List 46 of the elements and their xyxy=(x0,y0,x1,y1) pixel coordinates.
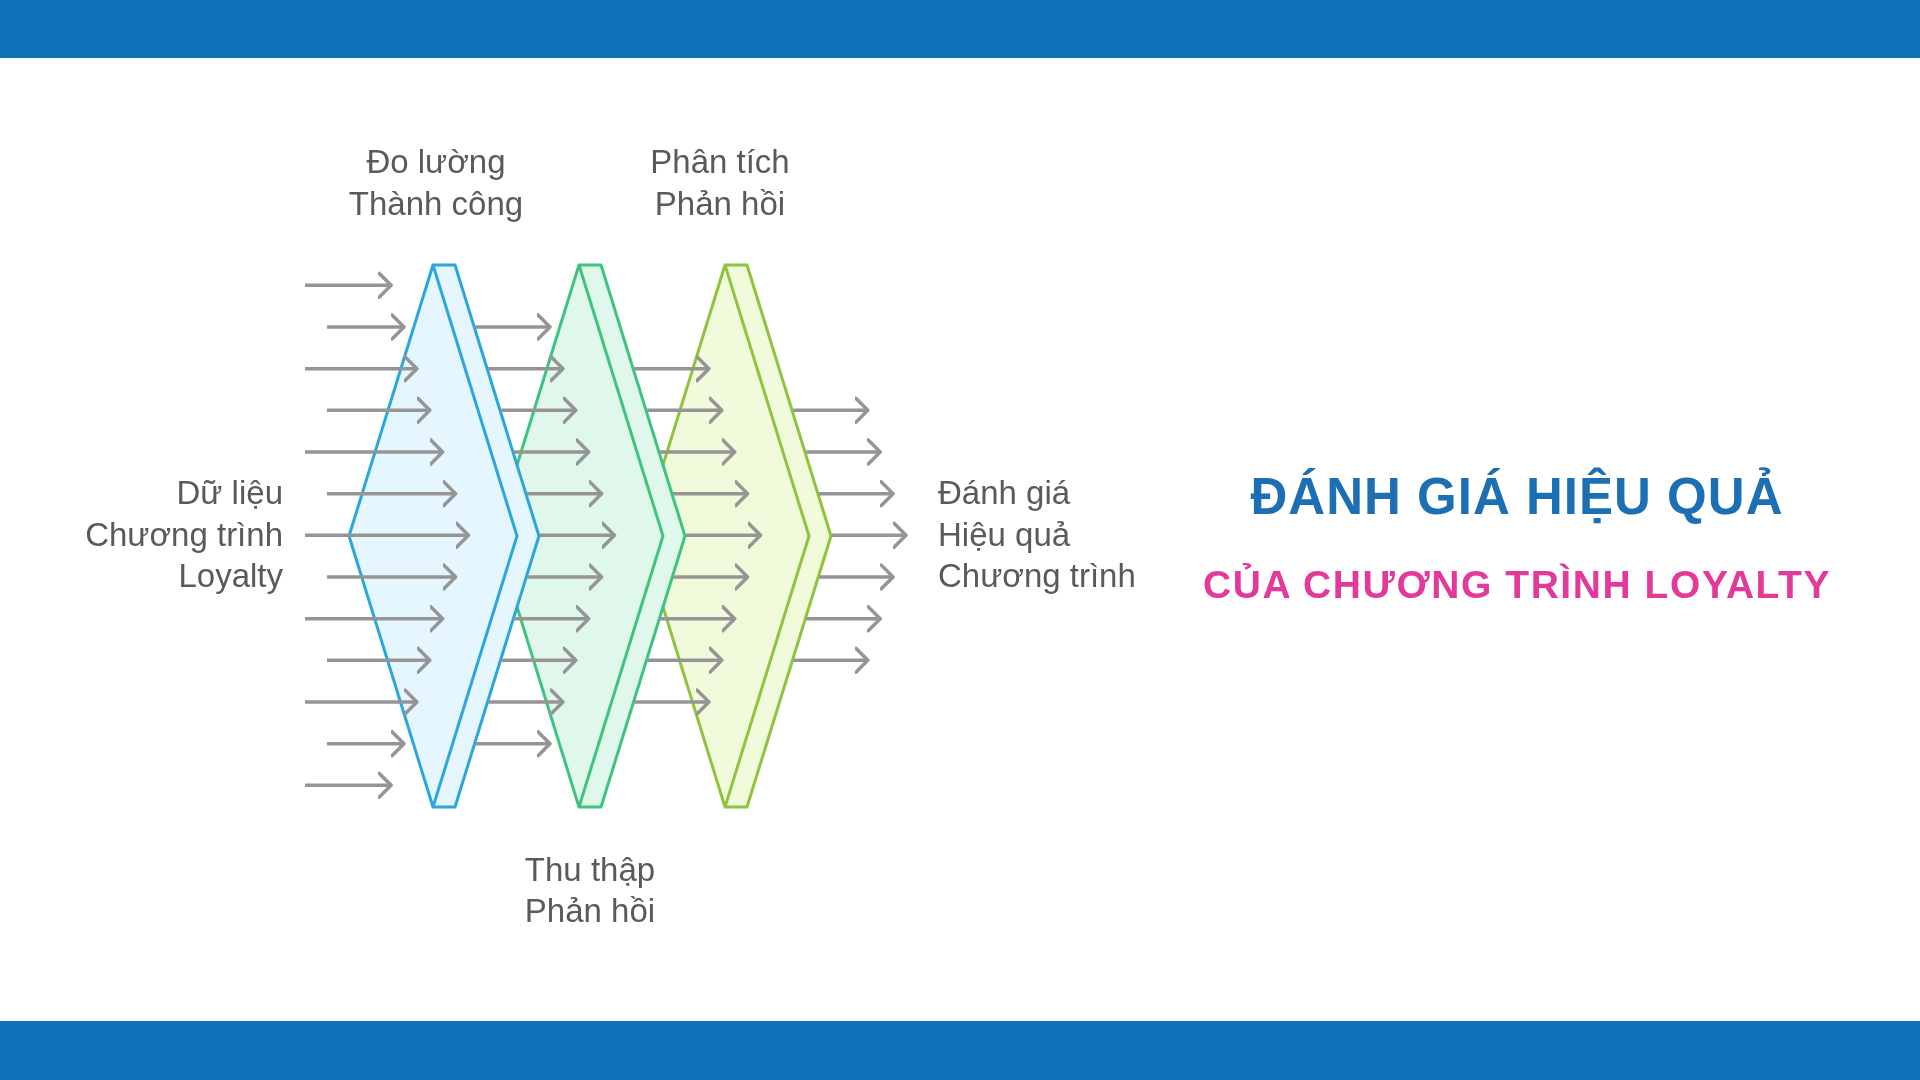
arrow xyxy=(305,771,393,800)
arrow xyxy=(685,521,763,550)
arrow xyxy=(539,521,617,550)
text-label: Đánh giá Hiệu quả Chương trình xyxy=(908,472,1141,597)
arrow xyxy=(660,438,737,466)
arrow xyxy=(831,521,908,550)
arrow xyxy=(327,396,432,425)
arrow xyxy=(793,396,870,425)
arrow xyxy=(527,479,604,508)
stage-label: Phân tích Phản hồi xyxy=(649,142,791,224)
arrow xyxy=(634,688,711,716)
arrow xyxy=(327,646,432,675)
text-label: Dữ liệu Chương trình Loyalty xyxy=(80,472,303,597)
arrow xyxy=(488,688,565,716)
arrow xyxy=(673,563,750,591)
arrow xyxy=(634,354,711,383)
arrow xyxy=(327,479,458,508)
arrow xyxy=(806,604,882,633)
arrow xyxy=(305,271,393,300)
title: ĐÁNH GIÁ HIỆU QUẢ xyxy=(1249,466,1785,527)
arrow xyxy=(327,313,406,341)
arrow xyxy=(514,438,591,466)
arrow xyxy=(793,646,870,675)
arrow xyxy=(327,563,458,591)
arrow xyxy=(647,646,724,675)
arrow xyxy=(475,313,552,341)
arrow xyxy=(305,604,445,633)
arrow xyxy=(514,604,591,633)
arrow xyxy=(806,438,882,466)
arrow xyxy=(501,646,578,675)
arrow xyxy=(327,729,406,758)
arrow xyxy=(305,438,445,466)
arrow xyxy=(527,563,604,591)
stage-label: Đo lường Thành công xyxy=(347,142,525,224)
arrow xyxy=(647,396,724,425)
arrow xyxy=(475,729,552,758)
arrow xyxy=(673,479,750,508)
stage-label: Thu thập Phản hồi xyxy=(523,849,657,932)
arrow xyxy=(501,396,578,425)
arrow xyxy=(305,521,471,550)
arrow xyxy=(819,479,895,508)
arrow xyxy=(305,688,419,716)
arrow xyxy=(488,354,565,383)
arrow xyxy=(819,563,895,591)
arrow xyxy=(660,604,737,633)
arrow xyxy=(305,354,419,383)
